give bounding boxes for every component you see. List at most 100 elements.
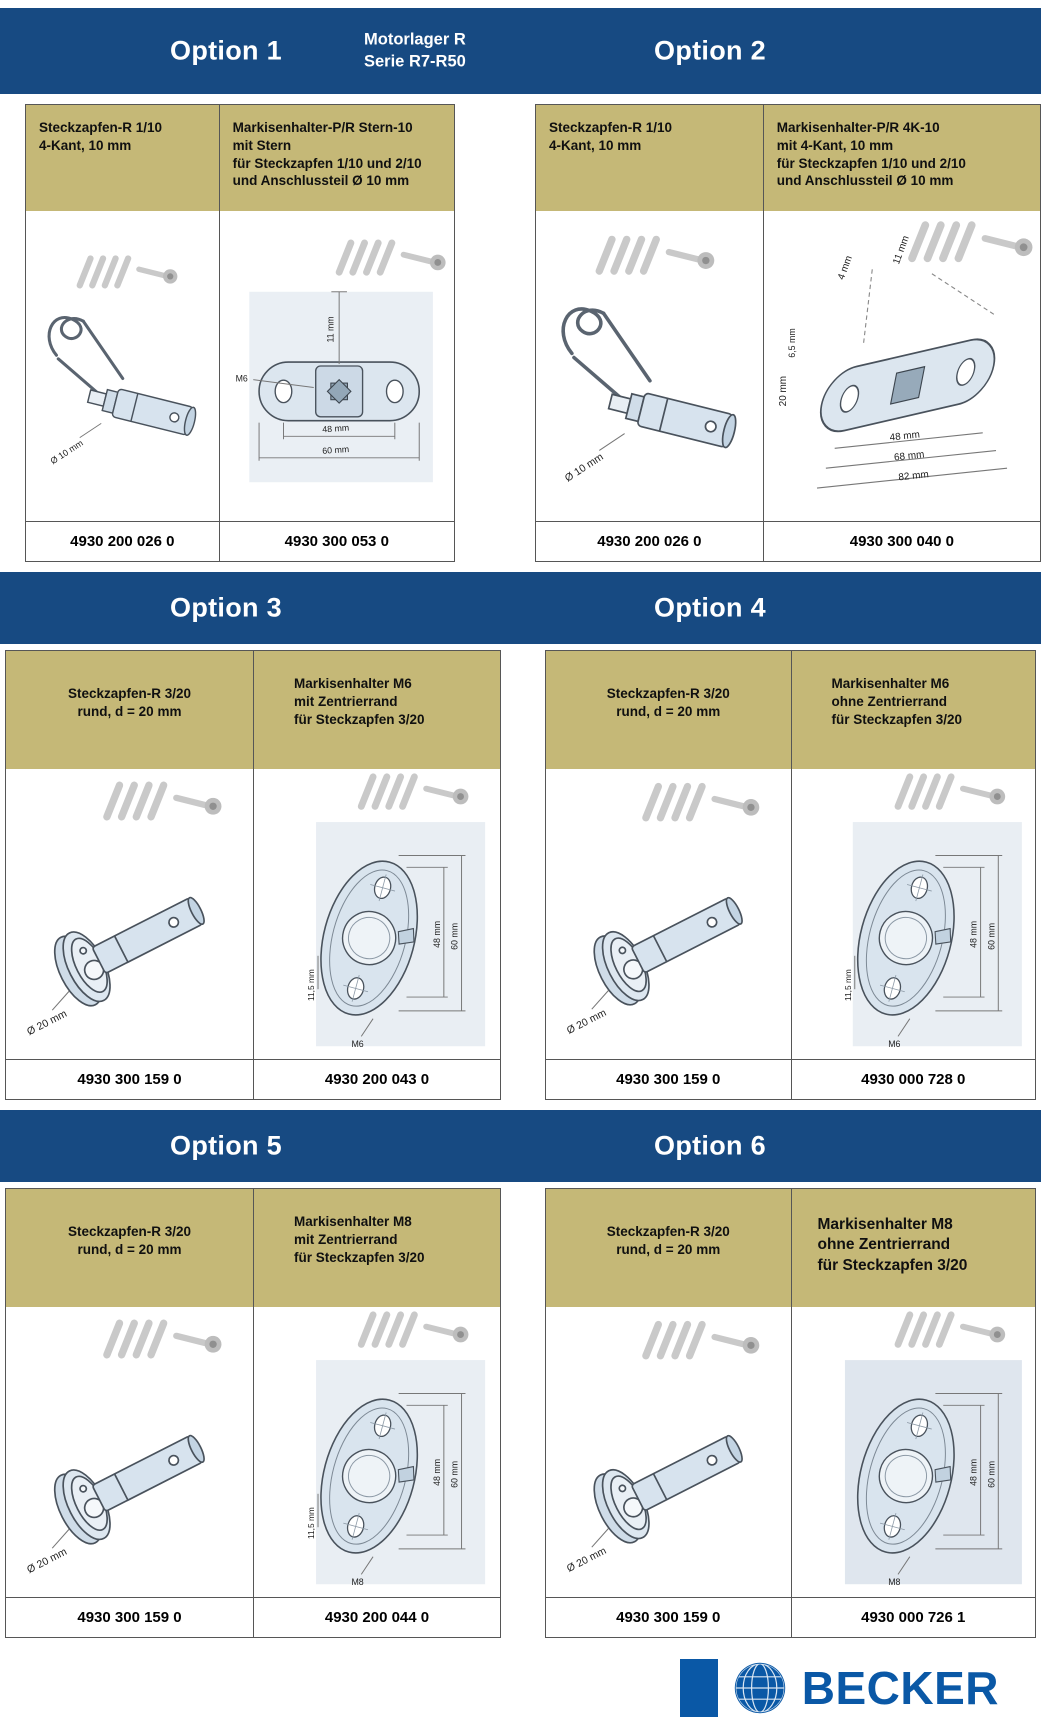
- dim-label: 48 mm: [432, 1459, 442, 1486]
- title-line: für Steckzapfen 3/20: [817, 1256, 968, 1274]
- option-5-heading: Option 5: [170, 1130, 282, 1161]
- article-number: 4930 200 026 0: [536, 521, 763, 561]
- dim-label: Ø 10 mm: [563, 451, 606, 485]
- pin-with-clip-icon: [561, 307, 741, 451]
- title-line: und Anschlussteil Ø 10 mm: [232, 173, 410, 189]
- title-line: mit Stern: [232, 137, 292, 153]
- product-drawing: 48 mm 60 mm 11,5 mm M6: [791, 769, 1035, 1059]
- footer: BECKER: [0, 1648, 1041, 1728]
- product-drawing: Ø 20 mm: [546, 769, 791, 1059]
- option-3-heading: Option 3: [170, 592, 282, 623]
- article-number: 4930 200 026 0: [26, 521, 219, 561]
- dim-label: M8: [351, 1577, 363, 1587]
- cell-option3-steckzapfen: Steckzapfen-R 3/20 rund, d = 20 mm Ø 20 …: [6, 651, 253, 1099]
- title-line: 4-Kant, 10 mm: [39, 137, 132, 153]
- options-row-3: Steckzapfen-R 3/20 rund, d = 20 mm Ø 20 …: [0, 1182, 1041, 1648]
- product-drawing: 48 mm 60 mm 11,5 mm M8: [254, 1307, 500, 1597]
- options-row-1: Steckzapfen-R 1/10 4-Kant, 10 mm Ø 10 mm…: [0, 94, 1041, 572]
- dim-label: M6: [235, 374, 247, 384]
- markisenhalter-oval-drawing: 48 mm 60 mm 11,5 mm M8: [304, 1307, 486, 1587]
- article-number: 4930 300 159 0: [546, 1597, 791, 1637]
- option-1-pair: Steckzapfen-R 1/10 4-Kant, 10 mm Ø 10 mm…: [25, 104, 455, 562]
- title-line: und Anschlussteil Ø 10 mm: [776, 173, 954, 189]
- article-number: 4930 000 726 1: [791, 1597, 1035, 1637]
- pin-with-clip-icon: [47, 316, 200, 438]
- title-line: mit Zentrierrand: [294, 1231, 398, 1247]
- product-title: Steckzapfen-R 3/20 rund, d = 20 mm: [6, 651, 253, 769]
- product-title: Steckzapfen-R 3/20 rund, d = 20 mm: [546, 1189, 791, 1307]
- product-title: Markisenhalter M8 mit Zentrierrand für S…: [254, 1189, 500, 1307]
- title-line: Steckzapfen-R 1/10: [39, 120, 163, 135]
- option-2-heading: Option 2: [654, 35, 766, 66]
- product-title: Steckzapfen-R 1/10 4-Kant, 10 mm: [536, 105, 763, 211]
- dim-label: 68 mm: [893, 449, 924, 463]
- cell-option6-steckzapfen: Steckzapfen-R 3/20 rund, d = 20 mm Ø 20 …: [546, 1189, 791, 1637]
- product-title: Markisenhalter M8 ohne Zentrierrand für …: [791, 1189, 1035, 1307]
- title-line: Markisenhalter-P/R 4K-10: [776, 120, 940, 135]
- title-line: Steckzapfen-R 3/20: [606, 1224, 730, 1239]
- dim-label: Ø 20 mm: [565, 1008, 608, 1037]
- markisenhalter-oval-drawing: 48 mm 60 mm 11,5 mm M6: [304, 769, 486, 1049]
- dim-label: 60 mm: [322, 444, 349, 456]
- screws-icon: [646, 787, 759, 818]
- round-pin-icon: [44, 874, 219, 1014]
- article-number: 4930 200 043 0: [254, 1059, 500, 1099]
- option-4-heading: Option 4: [654, 592, 766, 623]
- series-name: Motorlager R: [364, 30, 466, 49]
- dim-label: Ø 20 mm: [25, 1008, 69, 1038]
- markisenhalter-oval-drawing: 48 mm 60 mm M8: [840, 1307, 1022, 1587]
- article-number: 4930 300 159 0: [6, 1597, 253, 1637]
- dim-label: 11 mm: [891, 234, 911, 266]
- screws-icon: [339, 243, 445, 272]
- dim-label: 48 mm: [432, 921, 442, 948]
- header-band-2: Option 3 Option 4: [0, 572, 1041, 644]
- dim-label: 11,5 mm: [306, 1507, 316, 1539]
- title-line: ohne Zentrierrand: [817, 1236, 951, 1254]
- product-drawing: 11 mm 4 mm 6,5 mm 20 mm 48 mm 68 mm 82 m…: [763, 211, 1040, 521]
- steckzapfen-110-drawing: Ø 10 mm: [47, 211, 200, 466]
- product-title: Markisenhalter-P/R 4K-10 mit 4-Kant, 10 …: [763, 105, 1040, 211]
- title-line: rund, d = 20 mm: [77, 703, 182, 719]
- dim-label: Ø 20 mm: [565, 1546, 608, 1575]
- header-band-3: Option 5 Option 6: [0, 1110, 1041, 1182]
- option-6-pair: Steckzapfen-R 3/20 rund, d = 20 mm Ø 20 …: [545, 1188, 1036, 1638]
- title-line: für Steckzapfen 3/20: [294, 1249, 425, 1265]
- dim-label: 60 mm: [450, 923, 460, 950]
- dim-label: 6,5 mm: [787, 328, 797, 357]
- cell-option2-steckzapfen: Steckzapfen-R 1/10 4-Kant, 10 mm Ø 10 mm…: [536, 105, 763, 561]
- dim-label: 20 mm: [778, 376, 789, 406]
- title-line: Steckzapfen-R 3/20: [67, 686, 192, 701]
- product-drawing: Ø 10 mm: [26, 211, 219, 521]
- title-line: mit 4-Kant, 10 mm: [776, 137, 894, 153]
- cell-option2-markisenhalter: Markisenhalter-P/R 4K-10 mit 4-Kant, 10 …: [762, 105, 1040, 561]
- dim-label: 60 mm: [986, 1461, 996, 1488]
- product-drawing: Ø 20 mm: [6, 1307, 253, 1597]
- option-5-pair: Steckzapfen-R 3/20 rund, d = 20 mm Ø 20 …: [5, 1188, 501, 1638]
- product-title: Markisenhalter M6 mit Zentrierrand für S…: [254, 651, 500, 769]
- dim-label: 11,5 mm: [306, 969, 316, 1001]
- footer-accent-bar: [679, 1659, 718, 1717]
- product-drawing: Ø 10 mm: [536, 211, 763, 521]
- dim-label: M6: [888, 1039, 900, 1049]
- cell-option4-steckzapfen: Steckzapfen-R 3/20 rund, d = 20 mm Ø 20 …: [546, 651, 791, 1099]
- cell-option4-markisenhalter: Markisenhalter M6 ohne Zentrierrand für …: [790, 651, 1035, 1099]
- dim-label: 11,5 mm: [842, 969, 852, 1001]
- product-drawing: 48 mm 60 mm M8: [791, 1307, 1035, 1597]
- header-band-1: Option 1 Motorlager R Serie R7-R50 Optio…: [0, 8, 1041, 94]
- cell-option5-markisenhalter: Markisenhalter M8 mit Zentrierrand für S…: [253, 1189, 500, 1637]
- title-line: für Steckzapfen 3/20: [294, 711, 425, 727]
- option-1-heading: Option 1: [170, 35, 282, 66]
- dim-label: M6: [351, 1039, 363, 1049]
- title-line: Markisenhalter M6: [294, 676, 412, 691]
- dim-label: M8: [888, 1577, 900, 1587]
- dim-label: 48 mm: [968, 1459, 978, 1486]
- title-line: Markisenhalter M6: [831, 676, 950, 691]
- screws-icon: [898, 777, 1005, 806]
- screws-icon: [361, 777, 468, 806]
- screws-icon: [912, 225, 1032, 258]
- product-drawing: Ø 20 mm: [6, 769, 253, 1059]
- article-number: 4930 200 044 0: [254, 1597, 500, 1637]
- markisenhalter-stern-drawing: 11 mm M6 48 mm 60 mm: [235, 211, 454, 483]
- option-3-pair: Steckzapfen-R 3/20 rund, d = 20 mm Ø 20 …: [5, 650, 501, 1100]
